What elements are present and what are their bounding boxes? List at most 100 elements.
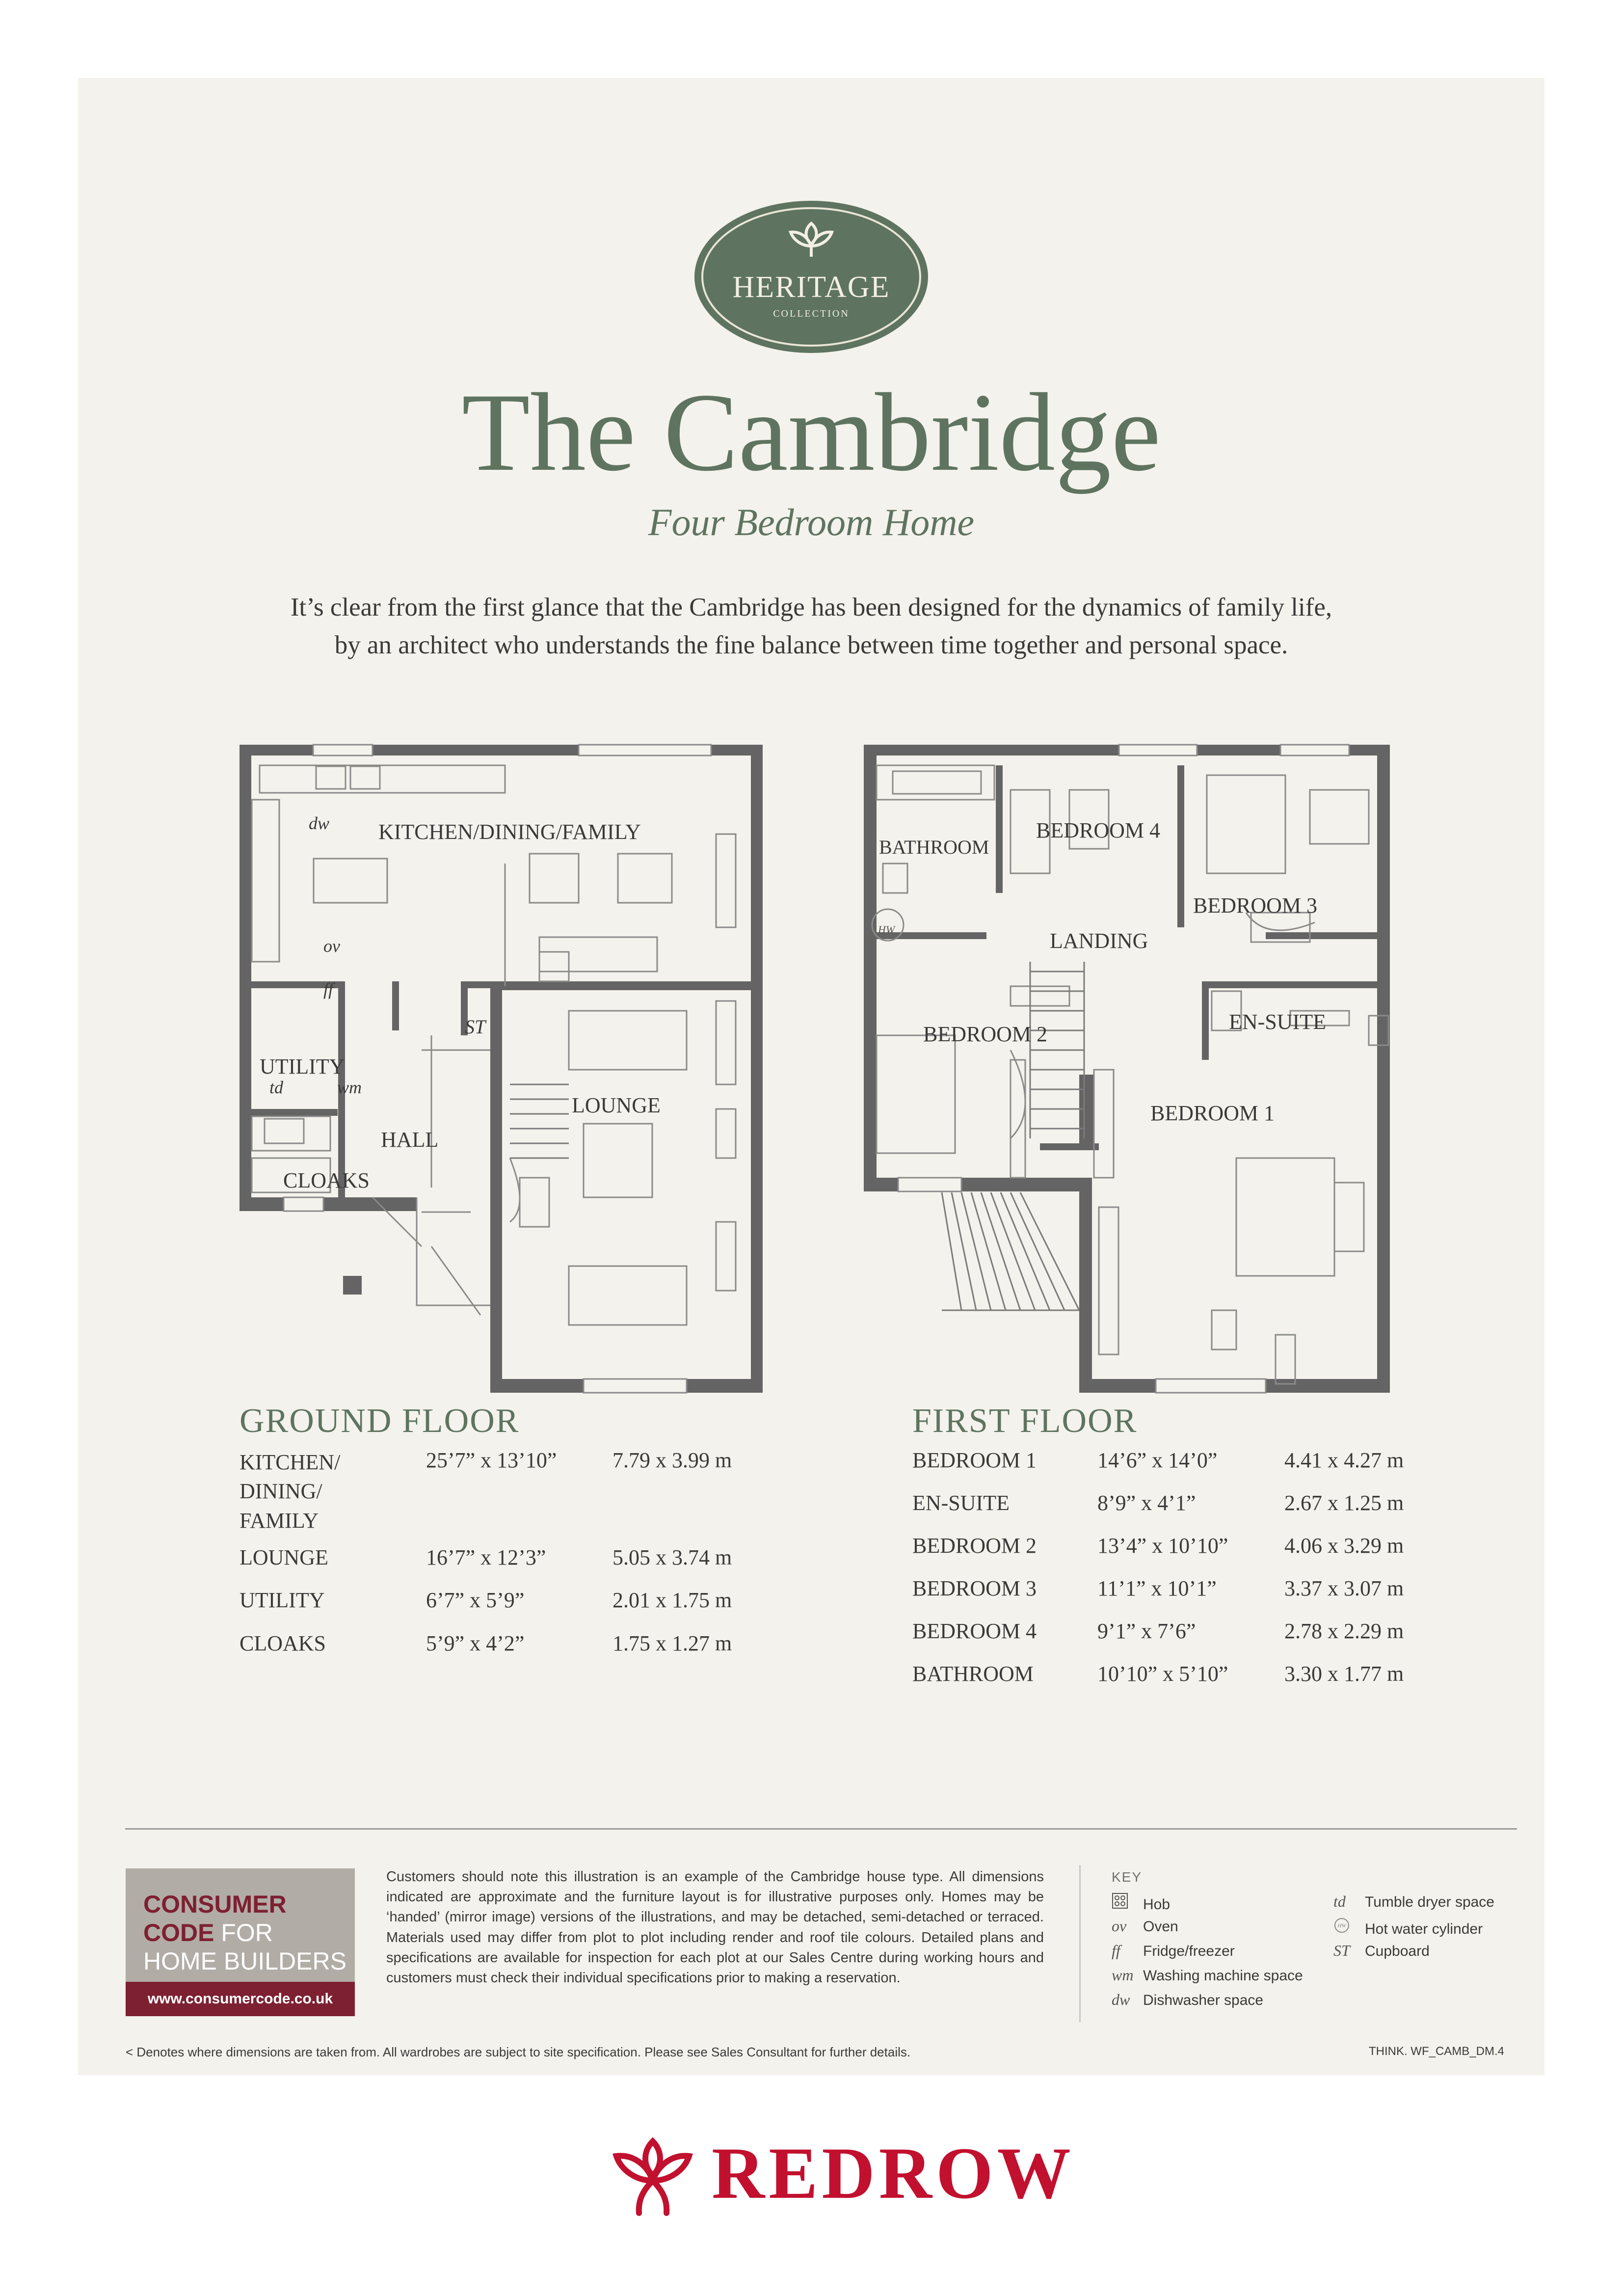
footnote: < Denotes where dimensions are taken fro… [126, 2045, 911, 2059]
hw-glyph: HW [1337, 1923, 1346, 1929]
hot-water-cylinder-icon: HW [878, 923, 896, 936]
consumer-code-logo: CONSUMER CODE FOR HOME BUILDERS www.cons… [126, 1868, 355, 2016]
heritage-leaf-icon [788, 221, 834, 257]
label-bedroom-3: BEDROOM 3 [1193, 893, 1317, 918]
imperial-size: 25’7” x 13’10” [426, 1448, 557, 1472]
redrow-wordmark: REDROW [712, 2133, 1075, 2214]
page-title: The Cambridge [461, 371, 1161, 494]
first-floor-plan: HW BATHROOM BEDROOM 4 BEDROOM 3 LANDING … [864, 744, 1390, 1394]
key-label: Fridge/freezer [1143, 1943, 1235, 1959]
room-name: CLOAKS [239, 1631, 326, 1655]
imperial-size: 10’10” x 5’10” [1097, 1662, 1228, 1686]
key-item-fridge: ff Fridge/freezer [1112, 1942, 1235, 1960]
section-divider [125, 1828, 1517, 1830]
room-name: EN-SUITE [912, 1491, 1010, 1515]
abbr-washing-machine: wm [337, 1078, 362, 1097]
heritage-collection-badge: HERITAGE COLLECTION [694, 201, 928, 353]
label-bedroom-2: BEDROOM 2 [923, 1022, 1047, 1046]
imperial-size: 5’9” x 4’2” [426, 1631, 525, 1655]
key-item-washing-machine: wm Washing machine space [1112, 1966, 1303, 1984]
room-name: BEDROOM 2 [912, 1534, 1037, 1558]
metric-size: 4.06 x 3.29 m [1284, 1534, 1404, 1558]
intro-line-1: It’s clear from the first glance that th… [290, 593, 1332, 621]
metric-size: 3.30 x 1.77 m [1284, 1662, 1404, 1686]
metric-size: 4.41 x 4.27 m [1284, 1448, 1404, 1472]
key-label: Washing machine space [1143, 1968, 1303, 1984]
imperial-size: 13’4” x 10’10” [1097, 1534, 1228, 1558]
ccb-line-1: CONSUMER [143, 1891, 287, 1918]
key-symbol: ST [1333, 1942, 1350, 1959]
key-item-hob: Hob [1112, 1892, 1170, 1913]
label-bedroom-4: BEDROOM 4 [1036, 818, 1160, 842]
brochure-sheet: HERITAGE COLLECTION The Cambridge Four B… [78, 78, 1544, 2075]
ccb-line-3: HOME BUILDERS [143, 1947, 346, 1975]
ground-floor-plan: KITCHEN/DINING/FAMILY UTILITY HALL LOUNG… [239, 744, 763, 1394]
label-utility: UTILITY [260, 1054, 345, 1079]
document-reference: THINK. WF_CAMB_DM.4 [1368, 2045, 1504, 2058]
room-name: KITCHEN/ [239, 1450, 341, 1474]
label-lounge: LOUNGE [572, 1093, 661, 1117]
metric-size: 1.75 x 1.27 m [612, 1631, 732, 1655]
room-name-line-2: DINING/ [239, 1479, 322, 1504]
imperial-size: 6’7” x 5’9” [426, 1588, 525, 1612]
ground-floor-heading: GROUND FLOOR [239, 1402, 520, 1440]
room-name: UTILITY [239, 1588, 325, 1612]
badge-subtitle: COLLECTION [773, 308, 850, 319]
ccb-url[interactable]: www.consumercode.co.uk [126, 1982, 355, 2016]
intro-line-2: by an architect who understands the fine… [334, 630, 1288, 659]
key-symbol: ff [1112, 1942, 1120, 1959]
label-bathroom: BATHROOM [879, 836, 989, 858]
first-floor-heading: FIRST FLOOR [912, 1402, 1138, 1440]
metric-size: 2.67 x 1.25 m [1284, 1491, 1404, 1515]
label-landing: LANDING [1050, 929, 1148, 953]
imperial-size: 11’1” x 10’1” [1097, 1576, 1217, 1600]
key-label: Oven [1143, 1918, 1178, 1935]
key-item-hot-water: HW Hot water cylinder [1333, 1917, 1483, 1938]
hot-water-cylinder-icon: HW [1333, 1917, 1365, 1938]
abbr-dishwasher: dw [309, 813, 329, 833]
metric-size: 3.37 x 3.07 m [1284, 1576, 1404, 1600]
key-heading: KEY [1112, 1869, 1143, 1885]
redrow-logo: REDROW [609, 2127, 1071, 2225]
key-label: Dishwasher space [1143, 1992, 1264, 2008]
room-name: BEDROOM 4 [912, 1619, 1037, 1643]
label-bedroom-1: BEDROOM 1 [1150, 1101, 1275, 1125]
label-hall: HALL [381, 1128, 438, 1152]
label-kitchen: KITCHEN/DINING/FAMILY [378, 820, 641, 844]
table-row: KITCHEN/ DINING/ FAMILY [239, 1448, 340, 1535]
key-label: Cupboard [1365, 1943, 1430, 1959]
metric-size: 2.78 x 2.29 m [1284, 1619, 1404, 1643]
key-symbol: ov [1112, 1917, 1127, 1935]
ccb-for-word: FOR [221, 1919, 273, 1946]
ccb-line-2: CODE FOR [143, 1920, 273, 1945]
room-name: BEDROOM 1 [912, 1448, 1037, 1472]
key-symbol: wm [1112, 1966, 1134, 1984]
room-name: BEDROOM 3 [912, 1576, 1037, 1600]
room-name-line-3: FAMILY [239, 1508, 319, 1533]
label-cloaks: CLOAKS [283, 1168, 370, 1192]
metric-size: 5.05 x 3.74 m [612, 1545, 732, 1569]
label-cupboard: ST [465, 1016, 487, 1038]
ccb-code-word: CODE [143, 1919, 214, 1946]
imperial-size: 8’9” x 4’1” [1097, 1491, 1196, 1515]
abbr-oven: ov [323, 936, 340, 956]
key-item-cupboard: ST Cupboard [1333, 1942, 1430, 1960]
abbr-tumble-dryer: td [269, 1078, 284, 1097]
metric-size: 7.79 x 3.99 m [612, 1448, 732, 1472]
imperial-size: 14’6” x 14’0” [1097, 1448, 1218, 1472]
key-item-oven: ov Oven [1112, 1917, 1178, 1935]
metric-size: 2.01 x 1.75 m [612, 1588, 732, 1612]
key-label: Hob [1143, 1896, 1171, 1913]
page-subtitle: Four Bedroom Home [648, 501, 975, 543]
imperial-size: 16’7” x 12’3” [426, 1545, 546, 1569]
room-name: LOUNGE [239, 1545, 328, 1569]
imperial-size: 9’1” x 7’6” [1097, 1619, 1196, 1643]
key-label: Tumble dryer space [1365, 1894, 1494, 1910]
room-name: BATHROOM [912, 1662, 1034, 1686]
label-en-suite: EN-SUITE [1229, 1010, 1326, 1034]
disclaimer-text: Customers should note this illustration … [386, 1869, 1044, 1986]
redrow-leaf-icon [612, 2137, 693, 2216]
key-label: Hot water cylinder [1365, 1921, 1483, 1937]
